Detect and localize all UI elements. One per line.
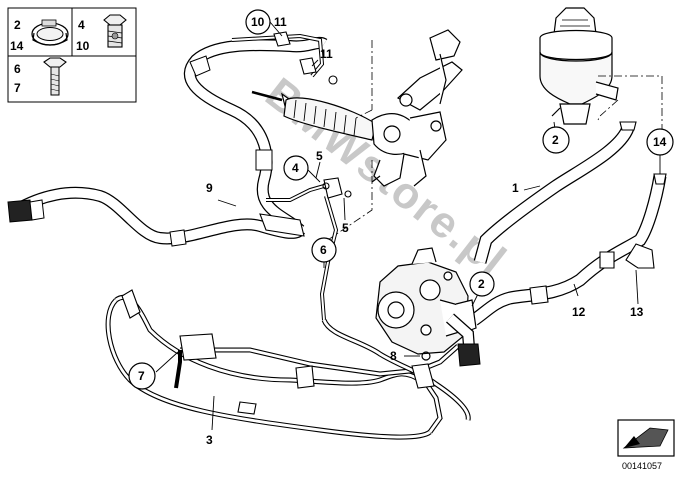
fittings-upper [273,31,352,199]
callout-9: 9 [206,181,213,195]
bolt-icon [43,57,67,96]
steering-rack [251,29,463,187]
pump-outlet-fitting [446,313,481,367]
dashed-outline-tank [597,75,663,150]
callout-circle [469,271,495,297]
legend-label-7: 7 [14,81,21,95]
document-number: 00141057 [622,461,662,471]
callout-6: 6 [320,243,327,257]
callout-circle [283,155,309,181]
legend-label-10: 10 [76,39,90,53]
hose-upper-loop [183,36,328,237]
callouts: 10 11 11 2 14 4 5 5 9 1 6 2 12 13 7 8 3 [128,9,674,447]
hose-1 [473,121,637,264]
hose-12 [470,173,667,326]
callout-5-a: 5 [316,149,323,163]
rack-bellows [283,97,377,141]
legend-label-2: 2 [14,18,21,32]
callout-circle [245,9,271,35]
legend-label-14: 14 [10,39,24,53]
callout-3: 3 [206,433,213,447]
dashed-outline-rack [315,40,373,249]
callout-circle [542,126,570,154]
washer-8 [421,351,431,361]
legend-box: 2 14 4 10 6 7 [7,7,137,103]
hose-9 [7,186,305,247]
legend-label-4: 4 [78,18,85,32]
callout-14: 14 [653,135,667,149]
callout-4: 4 [292,161,299,175]
callout-7: 7 [138,369,145,383]
callout-8: 8 [390,349,397,363]
callout-11-a: 11 [274,15,287,29]
callout-11-b: 11 [320,47,333,61]
callout-13: 13 [630,305,644,319]
callout-10: 10 [251,15,265,29]
hose-3 [105,295,471,440]
callout-2-a: 2 [552,133,559,147]
callout-1: 1 [512,181,519,195]
callout-circle [311,237,337,263]
callout-5-b: 5 [342,221,349,235]
bracket-3 [121,289,435,415]
hose-clamp-icon [31,19,69,46]
legend-label-6: 6 [14,62,21,76]
callout-circle [646,128,674,156]
callout-circle [128,362,156,390]
banjo-bolt-icon [103,14,127,48]
callout-12: 12 [572,305,586,319]
arrow-box-icon [617,419,675,457]
callout-2-b: 2 [478,277,485,291]
expansion-tank [539,7,619,125]
